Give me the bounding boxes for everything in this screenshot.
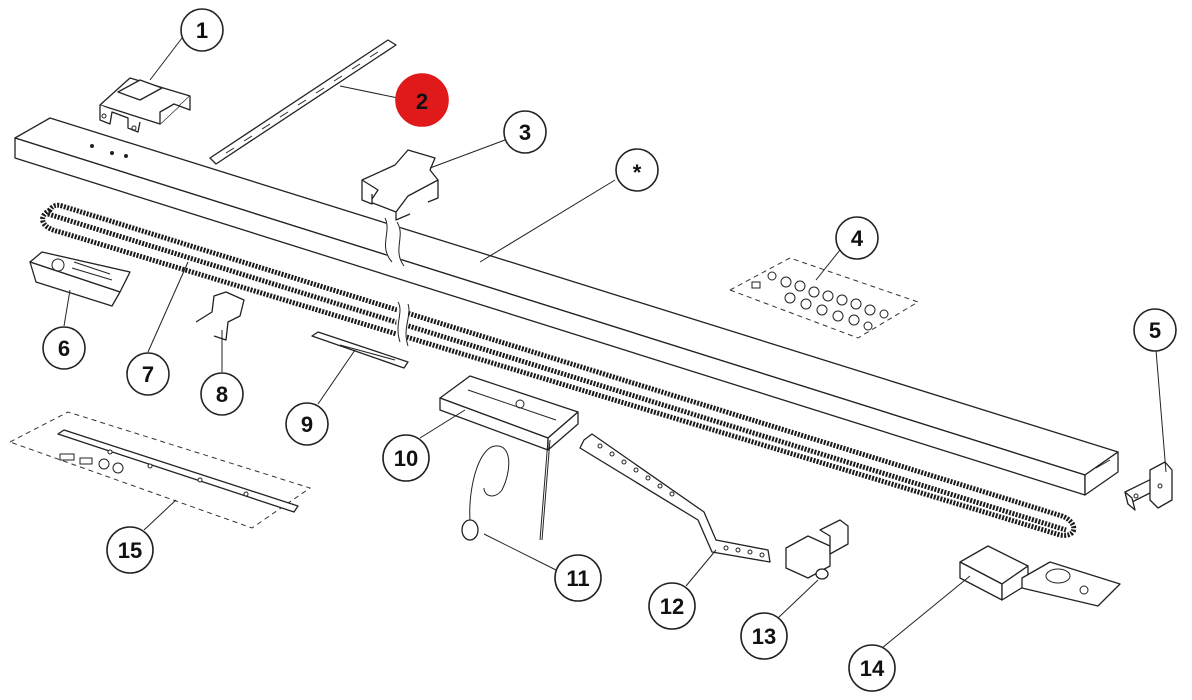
callout-12: 12 (648, 582, 696, 630)
callout-12-label: 12 (660, 594, 684, 619)
callout-11-label: 11 (566, 566, 589, 591)
callout-14-label: 14 (860, 656, 885, 681)
part-3-cross-bracket (361, 149, 439, 221)
part-5-end-bracket (1124, 461, 1173, 511)
callout-5: 5 (1133, 308, 1177, 352)
callout-14: 14 (848, 644, 896, 692)
callout-2: 2 (395, 73, 449, 127)
part-8-clip (195, 291, 245, 341)
chain-loop (40, 202, 1077, 538)
rail-channel (14, 117, 1119, 496)
part-2-slotted-strap (209, 39, 397, 165)
callout-star: * (615, 148, 659, 192)
part-12-door-arm (579, 433, 771, 563)
callout-9: 9 (285, 402, 329, 446)
callout-2-label: 2 (416, 89, 428, 114)
part-15-arm-extension-kit (8, 411, 312, 529)
callout-7-label: 7 (142, 362, 154, 387)
callout-15-label: 15 (118, 538, 142, 563)
callout-4-label: 4 (851, 226, 864, 251)
callout-13: 13 (740, 612, 788, 660)
callout-9-label: 9 (301, 412, 313, 437)
part-9-spring-bar (311, 331, 409, 369)
leader-lines (63, 37, 1167, 649)
callout-1-label: 1 (196, 18, 208, 43)
part-4-hardware-kit (728, 257, 920, 339)
part-13-door-bracket (785, 519, 849, 580)
callout-6: 6 (42, 326, 86, 370)
callout-7: 7 (126, 352, 170, 396)
part-6-sprocket-cover (29, 251, 131, 307)
callout-11: 11 (554, 554, 602, 602)
callout-10-label: 10 (394, 446, 418, 471)
callout-15: 15 (106, 526, 154, 574)
callout-6-label: 6 (58, 336, 70, 361)
callout-8: 8 (200, 372, 244, 416)
part-14-header-bracket (959, 545, 1121, 607)
part-1-bracket (99, 77, 191, 133)
callout-3: 3 (503, 110, 547, 154)
callout-3-label: 3 (519, 120, 531, 145)
part-10-trolley (439, 375, 579, 541)
callout-4: 4 (835, 216, 879, 260)
callout-10: 10 (382, 434, 430, 482)
callout-13-label: 13 (752, 624, 776, 649)
callout-star-label: * (633, 160, 642, 185)
part-11-release-cord (461, 445, 510, 541)
callout-1: 1 (180, 8, 224, 52)
callout-8-label: 8 (216, 382, 228, 407)
callout-5-label: 5 (1149, 318, 1161, 343)
